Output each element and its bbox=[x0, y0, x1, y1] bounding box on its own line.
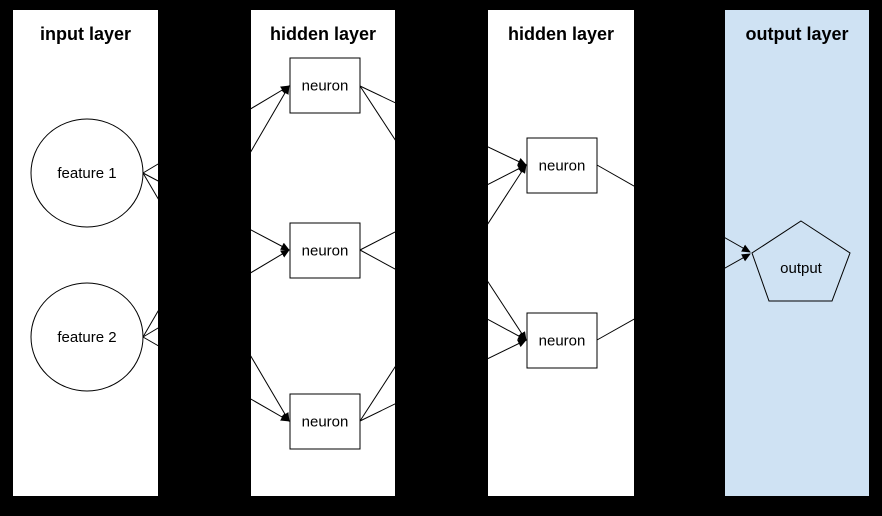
node-label-neuron-2a: neuron bbox=[539, 158, 586, 175]
edge-feature-2-to-neuron-1c bbox=[142, 336, 290, 422]
edge-feature-2-to-neuron-1b bbox=[142, 249, 290, 338]
layer-title-output: output layer bbox=[745, 24, 848, 44]
node-label-feature-1: feature 1 bbox=[57, 165, 116, 182]
layer-panel-input bbox=[13, 10, 158, 496]
edge-feature-1-to-neuron-1c bbox=[142, 172, 290, 422]
node-shape-neuron-1a bbox=[289, 57, 361, 114]
node-label-neuron-1b: neuron bbox=[302, 243, 349, 260]
edge-feature-2-to-neuron-1a bbox=[142, 85, 290, 338]
edge-neuron-1a-to-neuron-2b bbox=[359, 85, 527, 341]
node-shape-feature-2 bbox=[30, 282, 144, 392]
node-shape-feature-1 bbox=[30, 118, 144, 228]
node-label-neuron-1a: neuron bbox=[302, 78, 349, 95]
edge-neuron-1a-to-neuron-2a bbox=[359, 85, 527, 166]
node-shape-neuron-2b bbox=[526, 312, 598, 369]
layer-title-input: input layer bbox=[40, 24, 131, 44]
edge-neuron-1b-to-neuron-2a bbox=[359, 164, 527, 251]
edge-neuron-1c-to-neuron-2a bbox=[359, 164, 527, 422]
edge-neuron-2b-to-output bbox=[596, 253, 751, 341]
node-shape-output bbox=[751, 220, 851, 302]
node-shape-neuron-1b bbox=[289, 222, 361, 279]
node-label-output: output bbox=[780, 260, 823, 277]
edge-neuron-1b-to-neuron-2b bbox=[359, 249, 527, 341]
layer-title-hidden-2: hidden layer bbox=[508, 24, 614, 44]
node-label-feature-2: feature 2 bbox=[57, 329, 116, 346]
node-shape-neuron-1c bbox=[289, 393, 361, 450]
node-shape-neuron-2a bbox=[526, 137, 598, 194]
edge-feature-1-to-neuron-1a bbox=[142, 85, 290, 174]
layer-title-hidden-1: hidden layer bbox=[270, 24, 376, 44]
node-label-neuron-1c: neuron bbox=[302, 414, 349, 431]
layer-panel-hidden-2 bbox=[488, 10, 634, 496]
edge-neuron-2a-to-output bbox=[596, 164, 751, 253]
edge-neuron-1c-to-neuron-2b bbox=[359, 339, 527, 422]
node-label-neuron-2b: neuron bbox=[539, 333, 586, 350]
